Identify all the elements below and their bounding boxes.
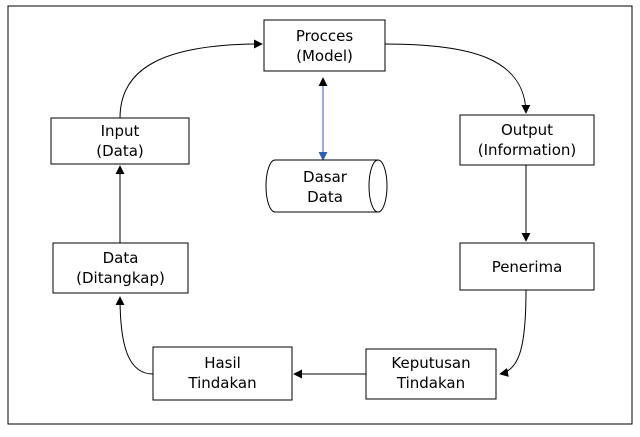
output-label: Output	[501, 121, 553, 139]
decision-label: Keputusan	[391, 354, 470, 372]
database-sublabel: Data	[307, 188, 343, 206]
decision-box: Keputusan Tindakan	[365, 348, 497, 400]
input-sublabel: (Data)	[96, 142, 144, 160]
result-sublabel: Tindakan	[187, 374, 256, 392]
arrow-input-to-process	[119, 39, 263, 119]
arrow-receiver-to-decision	[499, 289, 527, 377]
output-box: Output (Information)	[459, 114, 595, 166]
result-box: Hasil Tindakan	[152, 346, 293, 401]
arrow-process-to-output	[384, 43, 531, 114]
input-box: Input (Data)	[50, 117, 190, 165]
process-box: Procces (Model)	[263, 19, 386, 72]
arrow-result-to-capture	[115, 296, 154, 375]
result-label: Hasil	[204, 354, 241, 372]
output-sublabel: (Information)	[478, 141, 577, 159]
capture-label: Data	[103, 249, 139, 267]
input-label: Input	[101, 122, 140, 140]
database-cylinder: Dasar Data	[265, 159, 388, 213]
capture-box: Data (Ditangkap)	[52, 242, 189, 294]
receiver-label: Penerima	[492, 258, 563, 276]
receiver-box: Penerima	[459, 242, 595, 291]
process-label: Procces	[296, 27, 354, 45]
decision-sublabel: Tindakan	[396, 374, 465, 392]
outer-frame	[7, 5, 633, 425]
capture-sublabel: (Ditangkap)	[76, 269, 165, 287]
database-label: Dasar	[303, 168, 348, 186]
process-sublabel: (Model)	[296, 47, 353, 65]
